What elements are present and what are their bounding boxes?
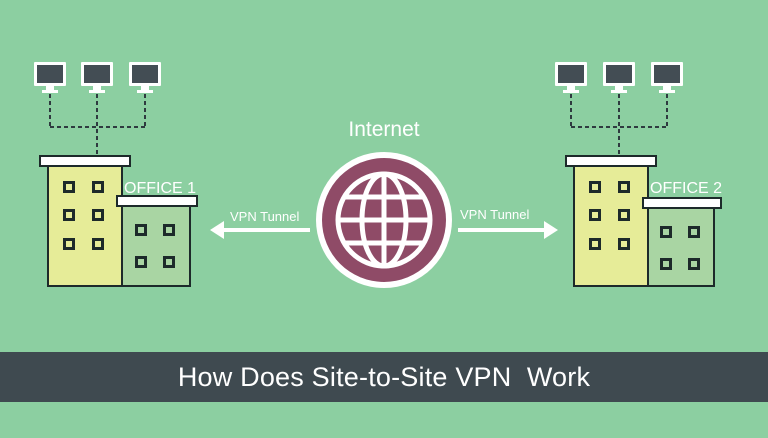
globe-icon bbox=[335, 171, 433, 269]
internet-label: Internet bbox=[348, 118, 419, 141]
network-lines bbox=[570, 94, 668, 157]
office-2-label: OFFICE 2 bbox=[650, 180, 722, 197]
computer-icon bbox=[555, 62, 587, 93]
computer-icon bbox=[651, 62, 683, 93]
tunnel-left-arrow: VPN Tunnel bbox=[210, 209, 310, 239]
footer-title: How Does Site-to-Site VPN Work bbox=[177, 361, 591, 392]
internet-node: Internet bbox=[316, 118, 452, 288]
office-2-building: OFFICE 2 bbox=[565, 155, 722, 287]
computer-icon bbox=[129, 62, 161, 93]
tunnel-right-label: VPN Tunnel bbox=[460, 207, 529, 222]
network-lines bbox=[49, 94, 146, 157]
office-1-building: OFFICE 1 bbox=[39, 155, 198, 287]
tunnel-left-label: VPN Tunnel bbox=[230, 209, 299, 224]
computer-icon bbox=[603, 62, 635, 93]
office-1-label: OFFICE 1 bbox=[124, 180, 196, 197]
computer-icon bbox=[81, 62, 113, 93]
footer-title-bar: How Does Site-to-Site VPN Work bbox=[0, 352, 768, 402]
computer-icon bbox=[34, 62, 66, 93]
office-2-computers bbox=[555, 62, 683, 157]
office-1-computers bbox=[34, 62, 161, 157]
tunnel-right-arrow: VPN Tunnel bbox=[458, 207, 558, 239]
